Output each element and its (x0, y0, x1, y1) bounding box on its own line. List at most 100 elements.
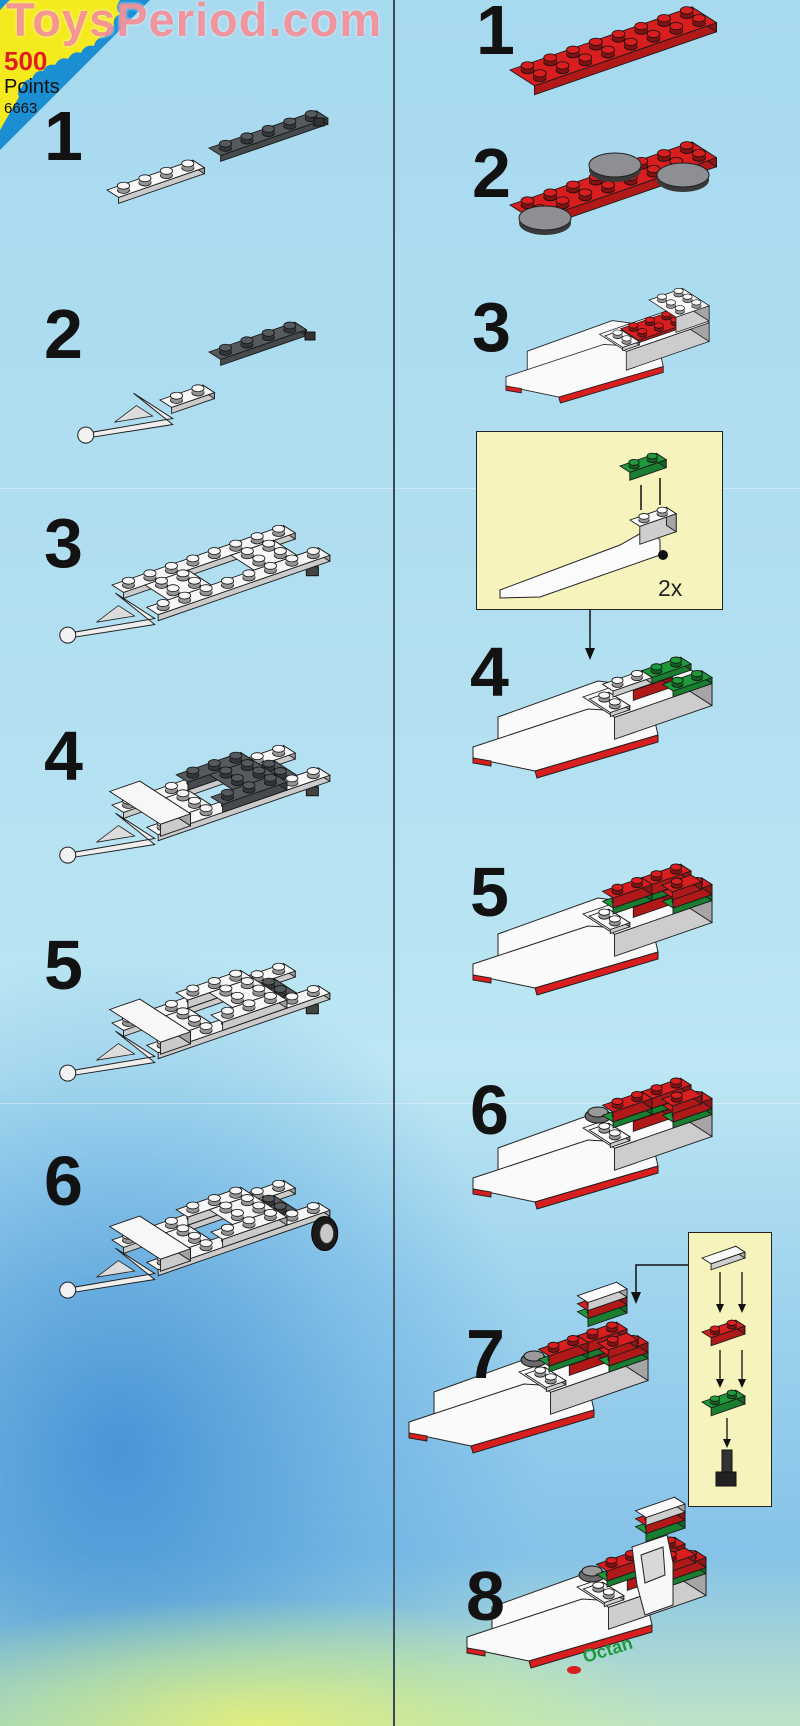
stud (240, 547, 254, 560)
stud (726, 1319, 738, 1330)
stud (611, 676, 624, 688)
stud (285, 992, 299, 1005)
hitch-ball (59, 1281, 77, 1299)
stud (116, 181, 131, 194)
trailer-hitch (59, 1247, 157, 1299)
connector-peg (304, 331, 316, 341)
left-step-4-illustration (59, 744, 331, 864)
trailer-hitch (59, 812, 157, 864)
stamp-label: Points (4, 76, 60, 98)
right-step-number-6: 6 (470, 1071, 509, 1149)
right-step-number-2: 2 (472, 134, 511, 212)
stud (601, 180, 615, 194)
stud (637, 328, 648, 338)
stud (285, 1209, 299, 1222)
stud (520, 61, 535, 75)
stud (242, 1216, 256, 1229)
stud (178, 591, 192, 604)
round-plate (588, 152, 642, 182)
stud (240, 336, 254, 349)
stud (191, 384, 205, 397)
stud (207, 547, 221, 560)
stud (586, 1328, 599, 1340)
stud (656, 293, 668, 304)
stud (187, 1014, 202, 1027)
stud (669, 22, 684, 35)
stud (219, 766, 233, 779)
stud (631, 670, 643, 682)
callout-step-4-contents (499, 452, 678, 660)
dark-plate-1x4 (207, 321, 308, 367)
arrowhead-icon (585, 648, 595, 660)
green-plate (601, 669, 654, 698)
stud (608, 698, 621, 710)
stud (709, 1395, 721, 1406)
right-step-8-illustration: Octan (466, 1496, 708, 1674)
stud (199, 584, 213, 597)
stud (691, 670, 703, 682)
stud (164, 561, 178, 575)
stud (606, 1335, 619, 1347)
stud (670, 1091, 683, 1103)
black-engine-piece (715, 1449, 737, 1487)
stud (263, 561, 277, 575)
windshield (631, 1534, 674, 1616)
stud (631, 877, 643, 889)
hitch-ball (59, 846, 77, 864)
stud (674, 305, 685, 315)
front-studs (588, 908, 631, 935)
stud (176, 1224, 190, 1237)
red-plate-1x2 (700, 1319, 746, 1347)
right-step-5-illustration (472, 863, 714, 996)
stud (272, 744, 286, 757)
white-grille (634, 1496, 687, 1527)
watermark: ToysPeriod.com (6, 0, 383, 46)
stud (186, 766, 200, 779)
stud (164, 781, 178, 795)
left-step-number-2: 2 (44, 295, 83, 373)
stud (143, 569, 157, 582)
green-plate-1x2 (618, 452, 668, 481)
white-grille-plate (700, 1245, 746, 1271)
hitch-ball (77, 426, 95, 444)
stud (138, 174, 152, 187)
arrowhead-icon (631, 1292, 641, 1304)
stud (543, 53, 558, 67)
stud (220, 1223, 235, 1236)
stud (534, 1366, 547, 1378)
stud (650, 1084, 663, 1096)
left-step-1-illustration (105, 110, 329, 205)
hitch-ball (59, 626, 77, 644)
stud (547, 1341, 560, 1353)
red-brick (596, 1332, 639, 1359)
left-step-number-6: 6 (44, 1142, 83, 1220)
round-plate (518, 205, 572, 235)
stud (207, 759, 221, 772)
stud (263, 991, 277, 1005)
right-step-number-5: 5 (470, 853, 509, 931)
green-plate (661, 669, 714, 698)
stud (671, 676, 684, 688)
column-divider (393, 0, 395, 1726)
stud (220, 576, 235, 589)
stud (252, 984, 266, 997)
green-plate-1x2 (700, 1389, 746, 1417)
round-plate (656, 162, 710, 192)
stud (199, 1022, 213, 1035)
stud (567, 1335, 579, 1347)
right-step-number-7: 7 (466, 1315, 505, 1393)
stud (252, 766, 266, 779)
stud (623, 37, 638, 51)
red-brick (537, 1334, 590, 1367)
hitch-ball (59, 1064, 77, 1082)
stud (199, 804, 213, 817)
stud (657, 14, 671, 27)
stud (682, 293, 693, 304)
red-plate-2x8 (508, 6, 718, 96)
stud (650, 663, 663, 675)
arrowhead-icon (738, 1304, 746, 1313)
stud (598, 691, 611, 703)
engine (520, 1350, 548, 1368)
stud (164, 1216, 178, 1230)
stud (578, 53, 593, 67)
